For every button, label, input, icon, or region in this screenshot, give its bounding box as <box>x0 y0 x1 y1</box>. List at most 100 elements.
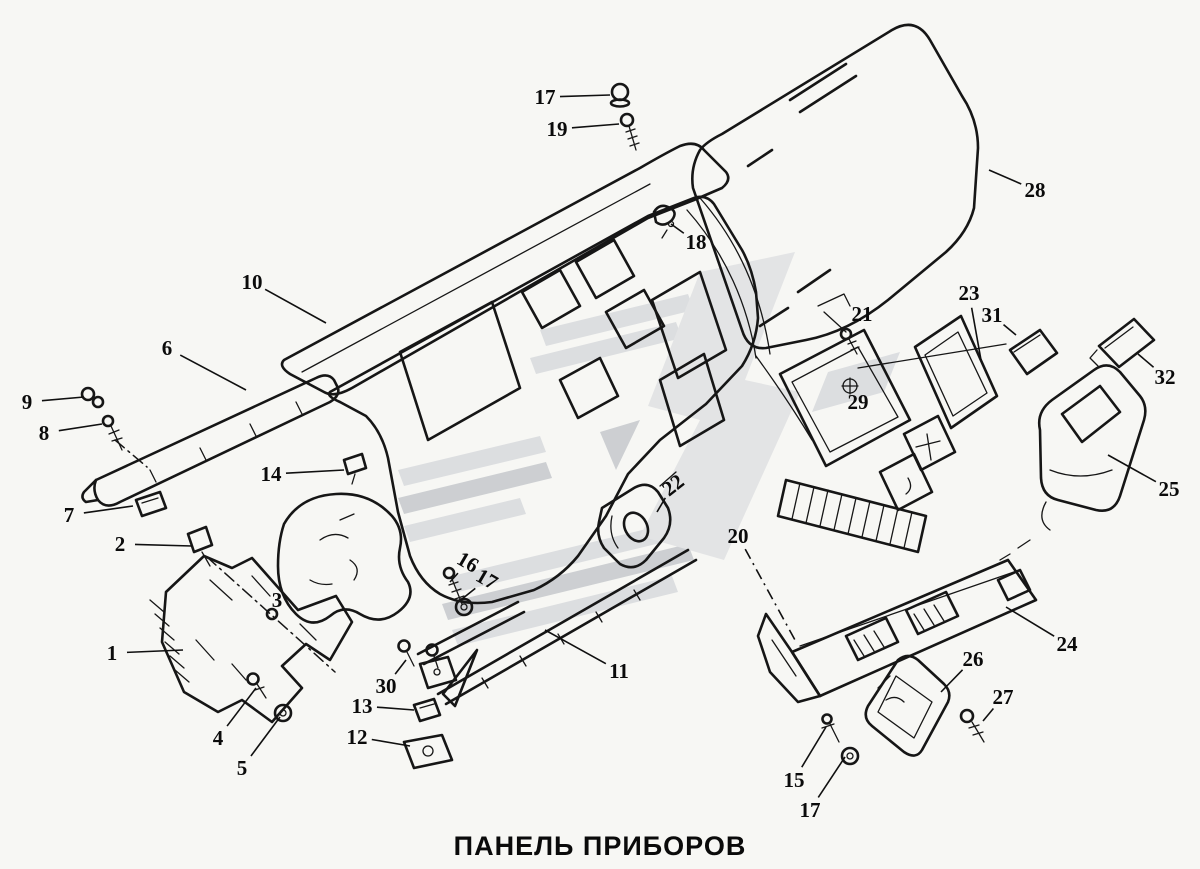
callout-number-15: 15 <box>784 768 805 792</box>
part-column-cover <box>276 492 412 624</box>
leader-line-20 <box>744 548 796 641</box>
callout-number-23: 23 <box>959 281 980 305</box>
callout-3: 3 <box>272 588 283 612</box>
callout-17: 17 <box>535 85 611 109</box>
callout-25: 25 <box>1107 454 1180 501</box>
part-clip-9 <box>80 386 105 409</box>
callout-21: 21 <box>852 302 873 326</box>
part-switch-blocks <box>878 414 957 512</box>
part-instrument-cluster <box>778 328 912 468</box>
part-grommet-17-bottom <box>840 746 860 766</box>
callout-10: 10 <box>242 270 327 324</box>
leader-line-24 <box>1005 606 1055 637</box>
callout-15: 15 <box>784 726 827 792</box>
part-dash-frame <box>327 195 813 605</box>
part-pillar-trim <box>81 374 340 507</box>
callout-6: 6 <box>162 336 247 391</box>
leader-line-17 <box>461 587 476 600</box>
callout-number-9: 9 <box>22 390 33 414</box>
callout-number-31: 31 <box>982 303 1003 327</box>
part-grommet-5 <box>273 703 293 723</box>
callout-number-1: 1 <box>107 641 118 665</box>
callout-13: 13 <box>352 694 415 718</box>
part-cap-17-top <box>609 82 631 108</box>
leader-line-17 <box>817 756 846 798</box>
callout-number-17: 17 <box>535 85 556 109</box>
part-plate-12 <box>402 733 454 770</box>
leader-line-12 <box>371 738 411 747</box>
leader-line-17 <box>559 94 611 98</box>
leader-line-10 <box>264 288 327 324</box>
callout-number-19: 19 <box>547 117 568 141</box>
part-clip-14 <box>342 452 368 485</box>
callout-27: 27 <box>982 685 1014 722</box>
part-top-cover <box>691 23 980 350</box>
callout-number-18: 18 <box>686 230 707 254</box>
leader-line-22 <box>656 497 667 513</box>
part-screw-4 <box>246 672 267 699</box>
callout-number-7: 7 <box>64 503 75 527</box>
leader-line-16 <box>449 572 459 583</box>
part-pin-15 <box>821 713 840 743</box>
leader-line-25 <box>1107 454 1157 483</box>
leader-line-28 <box>988 169 1022 185</box>
callout-18: 18 <box>670 223 707 254</box>
leader-line-2 <box>134 543 193 547</box>
leader-line-23 <box>970 307 982 361</box>
part-column-bracket <box>596 471 677 569</box>
callout-24: 24 <box>1005 606 1078 656</box>
leader-line-27 <box>982 708 995 722</box>
callout-number-17: 17 <box>800 798 821 822</box>
leader-line-5 <box>250 716 281 757</box>
callout-number-6: 6 <box>162 336 173 360</box>
part-top-pad <box>280 142 730 396</box>
callout-number-3: 3 <box>272 588 283 612</box>
callout-7: 7 <box>64 503 134 527</box>
part-vent-housing <box>999 364 1147 561</box>
callout-number-5: 5 <box>237 756 248 780</box>
callout-29: 29 <box>848 390 869 414</box>
callout-number-30: 30 <box>376 674 397 698</box>
callout-layer: 1234567891011121314151617171718192021222… <box>22 85 1180 822</box>
leader-line-9 <box>41 396 85 402</box>
callout-number-20: 20 <box>728 524 749 548</box>
leader-line-11 <box>544 629 607 665</box>
callout-14: 14 <box>261 462 345 486</box>
part-screw-21 <box>817 293 860 355</box>
callout-12: 12 <box>347 725 411 749</box>
callout-number-21: 21 <box>852 302 873 326</box>
part-braces <box>416 548 698 708</box>
leader-line-26 <box>940 669 964 693</box>
callout-number-26: 26 <box>963 647 984 671</box>
callout-number-14: 14 <box>261 462 283 486</box>
callout-5: 5 <box>237 716 281 780</box>
part-glovebox <box>864 654 951 757</box>
part-bracket-30 <box>397 639 458 690</box>
leader-line-13 <box>376 706 415 711</box>
callout-2: 2 <box>115 532 193 556</box>
part-grommet-17-mid <box>454 597 474 617</box>
part-vent-31 <box>1008 328 1059 376</box>
callout-number-29: 29 <box>848 390 869 414</box>
leader-line-8 <box>58 423 103 432</box>
part-clip-7 <box>134 490 168 518</box>
part-louver-band <box>776 478 928 554</box>
part-blank-plate <box>913 314 999 430</box>
callout-32: 32 <box>1137 353 1176 389</box>
callout-number-12: 12 <box>347 725 368 749</box>
callout-8: 8 <box>39 421 103 445</box>
callout-number-2: 2 <box>115 532 126 556</box>
callout-number-4: 4 <box>213 726 224 750</box>
callout-19: 19 <box>547 117 620 141</box>
callout-26: 26 <box>940 647 984 693</box>
callout-28: 28 <box>988 169 1046 202</box>
part-clip-13 <box>412 697 442 723</box>
leader-line-15 <box>801 726 827 768</box>
leader-line-18 <box>670 223 685 234</box>
leader-line-30 <box>394 659 407 675</box>
callout-17: 17 <box>800 756 846 822</box>
part-clip-18 <box>652 204 676 239</box>
leader-line-14 <box>285 469 345 474</box>
